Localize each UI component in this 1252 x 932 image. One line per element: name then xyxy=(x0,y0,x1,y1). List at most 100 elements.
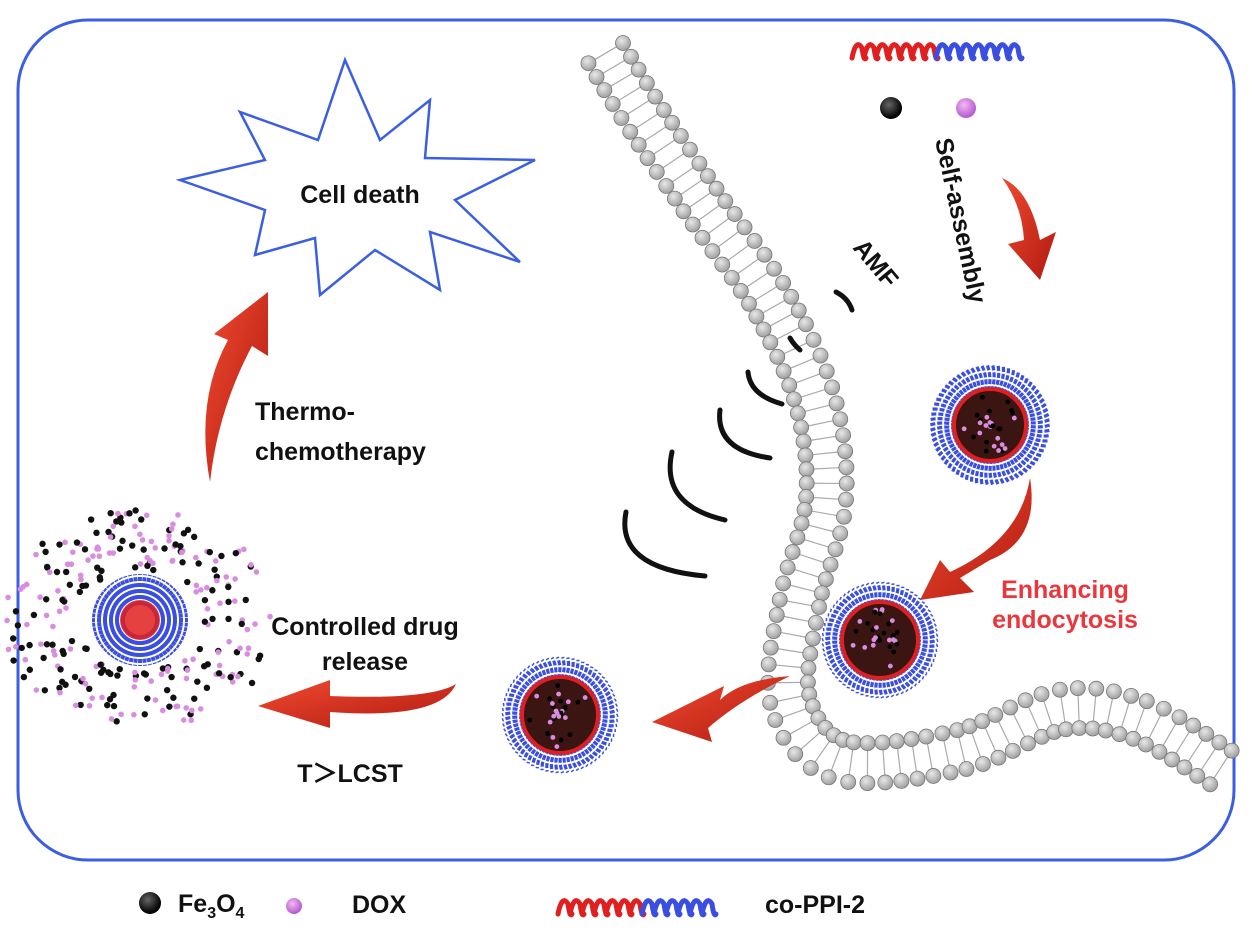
released-fe3o4 xyxy=(44,641,50,647)
lipid-head xyxy=(763,335,778,350)
released-fe3o4 xyxy=(140,546,146,552)
released-dox xyxy=(169,526,175,532)
released-dox xyxy=(184,676,190,682)
core-particle xyxy=(971,435,976,440)
lipid-head xyxy=(1058,722,1073,737)
lipid-tail xyxy=(985,728,996,752)
released-dox xyxy=(137,531,143,537)
core-particle xyxy=(559,738,564,743)
lipid-tail xyxy=(813,497,839,499)
released-dox xyxy=(248,562,254,568)
legend-copolymer-icon xyxy=(558,901,716,915)
lipid-head xyxy=(935,726,950,741)
released-fe3o4 xyxy=(202,597,208,603)
released-fe3o4 xyxy=(57,666,63,672)
released-dox xyxy=(245,627,251,633)
lipid-tail xyxy=(1107,698,1112,723)
released-dox xyxy=(90,553,96,559)
lipid-tail xyxy=(972,733,981,757)
lipid-head xyxy=(836,428,851,443)
released-dox xyxy=(132,677,138,683)
released-fe3o4 xyxy=(42,687,48,693)
lipid-head xyxy=(772,592,787,607)
core-particle xyxy=(854,629,859,634)
lipid-head xyxy=(763,695,778,710)
released-fe3o4 xyxy=(10,635,16,641)
micelles xyxy=(4,365,1050,773)
released-dox xyxy=(254,569,260,575)
micelle xyxy=(930,365,1050,485)
lipid-head xyxy=(640,151,655,166)
released-fe3o4 xyxy=(83,646,89,652)
lipid-head xyxy=(846,735,861,750)
lipid-tail xyxy=(1078,695,1079,721)
lipid-tail xyxy=(1136,708,1145,732)
released-dox xyxy=(182,658,188,664)
released-dox xyxy=(226,639,232,645)
released-dox xyxy=(70,549,76,555)
core-particle xyxy=(548,720,553,725)
lipid-tail xyxy=(1044,701,1052,726)
lipid-head xyxy=(733,283,748,298)
core-particle xyxy=(995,436,1000,441)
lipid-head xyxy=(833,412,848,427)
lipid-head xyxy=(1072,721,1087,736)
core-particle xyxy=(984,415,989,420)
released-fe3o4 xyxy=(39,541,45,547)
lipid-tail xyxy=(708,218,729,233)
lipid-head xyxy=(839,492,854,507)
lipid-head xyxy=(665,115,680,130)
core-particle xyxy=(888,664,893,669)
lipid-tail xyxy=(801,389,826,397)
released-dox xyxy=(181,717,187,723)
lipid-tail xyxy=(728,245,749,260)
released-dox xyxy=(5,595,11,601)
lipid-tail xyxy=(787,601,813,606)
released-fe3o4 xyxy=(204,685,210,691)
released-dox xyxy=(185,667,191,673)
legend-dox-icon xyxy=(286,898,302,914)
lipid-tail xyxy=(1122,703,1130,728)
lipid-head xyxy=(615,36,630,51)
lipid-tail xyxy=(790,358,814,368)
released-dox xyxy=(57,690,63,696)
lipid-head xyxy=(1098,723,1113,738)
released-dox xyxy=(69,561,75,567)
core-particle xyxy=(891,650,896,655)
core-particle xyxy=(987,409,992,414)
lipid-head xyxy=(782,378,797,393)
lipid-tail xyxy=(747,273,769,287)
cell-death-burst xyxy=(180,60,535,295)
lipid-tail xyxy=(610,73,632,86)
released-fe3o4 xyxy=(107,510,113,516)
released-dox xyxy=(194,583,200,589)
lipid-head xyxy=(794,516,809,531)
lipid-head xyxy=(695,230,710,245)
core-particle xyxy=(886,622,891,627)
lipid-tail xyxy=(762,300,785,313)
released-fe3o4 xyxy=(191,695,197,701)
lipid-tail xyxy=(794,569,819,577)
lipid-tail xyxy=(627,100,649,114)
lipid-head xyxy=(1003,700,1018,715)
released-fe3o4 xyxy=(49,642,55,648)
lipid-tail xyxy=(1163,723,1176,746)
core-particle xyxy=(984,449,989,454)
released-dox xyxy=(170,521,176,527)
core-particle xyxy=(865,621,870,626)
thermo-label-line1: Thermo- xyxy=(255,398,355,426)
core-particle xyxy=(895,630,900,635)
released-dox xyxy=(165,666,171,672)
lipid-head xyxy=(803,761,818,776)
released-dox xyxy=(57,609,63,615)
lipid-head xyxy=(597,83,612,98)
released-dox xyxy=(115,511,121,517)
released-dox xyxy=(175,704,181,710)
amf-wave xyxy=(625,512,705,576)
lipid-head xyxy=(692,156,707,171)
released-dox xyxy=(47,569,53,575)
released-fe3o4 xyxy=(138,516,144,522)
lipid-head xyxy=(768,713,783,728)
lipid-head xyxy=(836,509,851,524)
released-dox xyxy=(118,711,124,717)
